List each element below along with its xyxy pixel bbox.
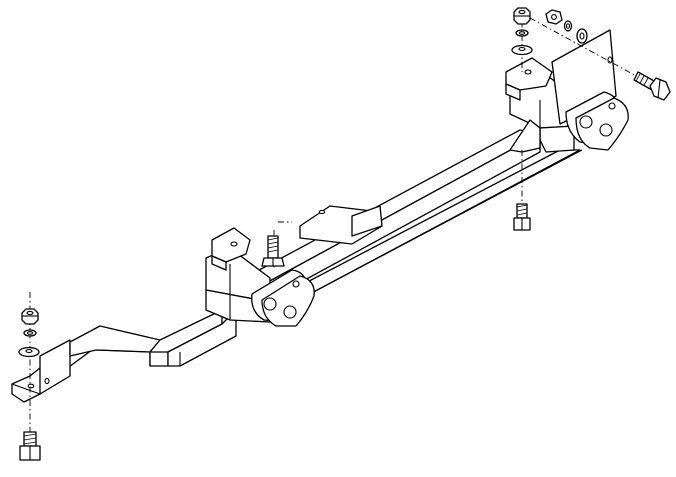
- middle-brace-hole: [318, 209, 326, 215]
- left-clevis-top-hole: [230, 241, 238, 247]
- left-hardware-stack: [18, 308, 41, 461]
- right-clevis-mount: [505, 29, 629, 153]
- right-clevis-top-hole: [524, 69, 532, 75]
- main-cross-bar: [247, 129, 583, 301]
- right-clevis-pin-hole-c: [608, 102, 616, 110]
- right-side-hex-nut: [545, 9, 563, 25]
- left-clevis-pin-hole-a: [263, 297, 277, 311]
- right-side-flat-washer: [576, 28, 588, 44]
- right-top-hardware-stack: [511, 7, 533, 56]
- right-lower-hex-bolt: [513, 203, 531, 231]
- right-side-lock-washer: [563, 20, 573, 32]
- middle-brace: [299, 205, 383, 245]
- left-bracket-bolt-hole: [27, 383, 35, 389]
- left-bracket-side-hole: [44, 377, 50, 385]
- left-flat-washer: [18, 346, 40, 358]
- left-clevis-pin-hole-b: [283, 305, 297, 319]
- left-lock-washer: [23, 329, 37, 337]
- lower-cross-tube: [167, 315, 237, 367]
- right-top-flat-washer: [511, 44, 533, 56]
- left-hex-bolt: [19, 431, 41, 461]
- left-clevis-mount: [205, 227, 315, 327]
- right-clevis-pin-hole-a: [579, 115, 593, 129]
- right-top-hex-nut: [513, 7, 531, 25]
- right-side-hardware-stack: [545, 9, 671, 101]
- left-clevis-pin-hole-c: [292, 280, 300, 288]
- right-side-hex-bolt: [633, 71, 671, 101]
- right-clevis-pin-hole-b: [599, 123, 613, 137]
- right-top-lock-washer: [515, 29, 529, 37]
- left-hex-nut: [21, 308, 39, 325]
- center-hex-bolt: [261, 235, 285, 267]
